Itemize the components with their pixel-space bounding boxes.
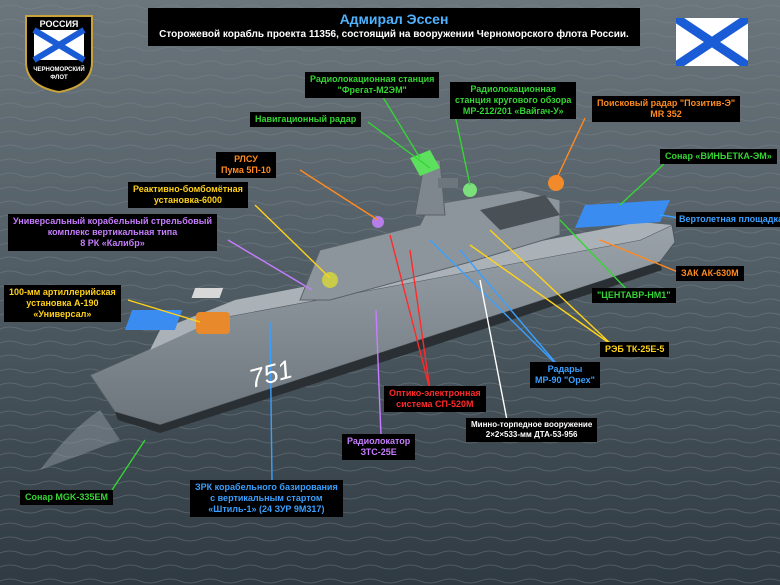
page-title: Адмирал Эссен [339, 11, 449, 27]
svg-text:ФЛОТ: ФЛОТ [50, 75, 68, 81]
ship-wake [40, 410, 120, 470]
hangar-roof [480, 195, 560, 230]
vls-shtil-highlight [124, 310, 183, 330]
vaigach-radar-highlight [463, 183, 477, 197]
mast-platform [438, 178, 458, 188]
pozitiv-radar-highlight [548, 175, 564, 191]
st-andrew-flag-icon [676, 18, 748, 66]
title-box: Адмирал Эссен Сторожевой корабль проекта… [148, 8, 640, 46]
black-sea-fleet-emblem: РОССИЯ ЧЕРНОМОРСКИЙ ФЛОТ [25, 15, 93, 94]
label-sonar-mgk: Сонар MGK-335EM [20, 490, 113, 505]
svg-text:РОССИЯ: РОССИЯ [40, 19, 79, 29]
label-sonar-vinetka: Сонар «ВИНЬЕТКА-ЭМ» [660, 149, 777, 164]
fregat-radar-highlight [410, 150, 440, 176]
label-pozitiv-radar: Поисковый радар "Позитив-Э"MR 352 [592, 96, 741, 122]
svg-text:ЧЕРНОМОРСКИЙ: ЧЕРНОМОРСКИЙ [33, 65, 84, 73]
page-subtitle: Сторожевой корабль проекта 11356, состоя… [159, 29, 629, 40]
rbu6000-highlight [322, 272, 338, 288]
label-nav-radar: Навигационный радар [250, 112, 362, 127]
puma-radar-highlight [372, 216, 384, 228]
label-helipad: Вертолетная площадка [676, 212, 780, 227]
label-radar-fregat: Радиолокационная станция"Фрегат-М2ЭМ" [305, 72, 440, 98]
label-kentavr: "ЦЕНТАВР-НМ1" [592, 288, 676, 303]
ship-deck [150, 222, 672, 350]
label-ak630: ЗАК АК-630М [676, 266, 744, 281]
label-reb: РЭБ ТК-25Е-5 [600, 342, 670, 357]
gun-a190-highlight [196, 312, 230, 334]
kalibr-highlight [191, 288, 224, 298]
helipad-highlight [575, 200, 670, 228]
